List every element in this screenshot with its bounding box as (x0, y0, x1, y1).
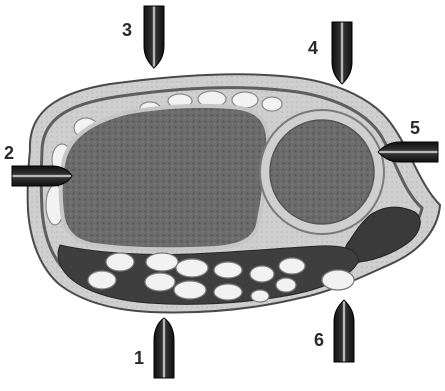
portal-4-instrument (332, 22, 352, 84)
portal-6-label: 6 (314, 330, 324, 350)
portal-5-instrument (378, 142, 438, 162)
portal-5-label: 5 (410, 118, 420, 138)
portal-6-instrument (334, 300, 354, 362)
portal-2-label: 2 (4, 143, 14, 163)
portal-3-label: 3 (122, 20, 132, 40)
radius-bone (61, 106, 269, 249)
portal-1-label: 1 (134, 348, 144, 368)
portal-1-instrument (154, 318, 174, 378)
portal-4-label: 4 (308, 38, 318, 58)
portal-3-instrument (144, 6, 164, 68)
portal-2-instrument (12, 166, 72, 186)
ulna-bone (270, 120, 374, 224)
